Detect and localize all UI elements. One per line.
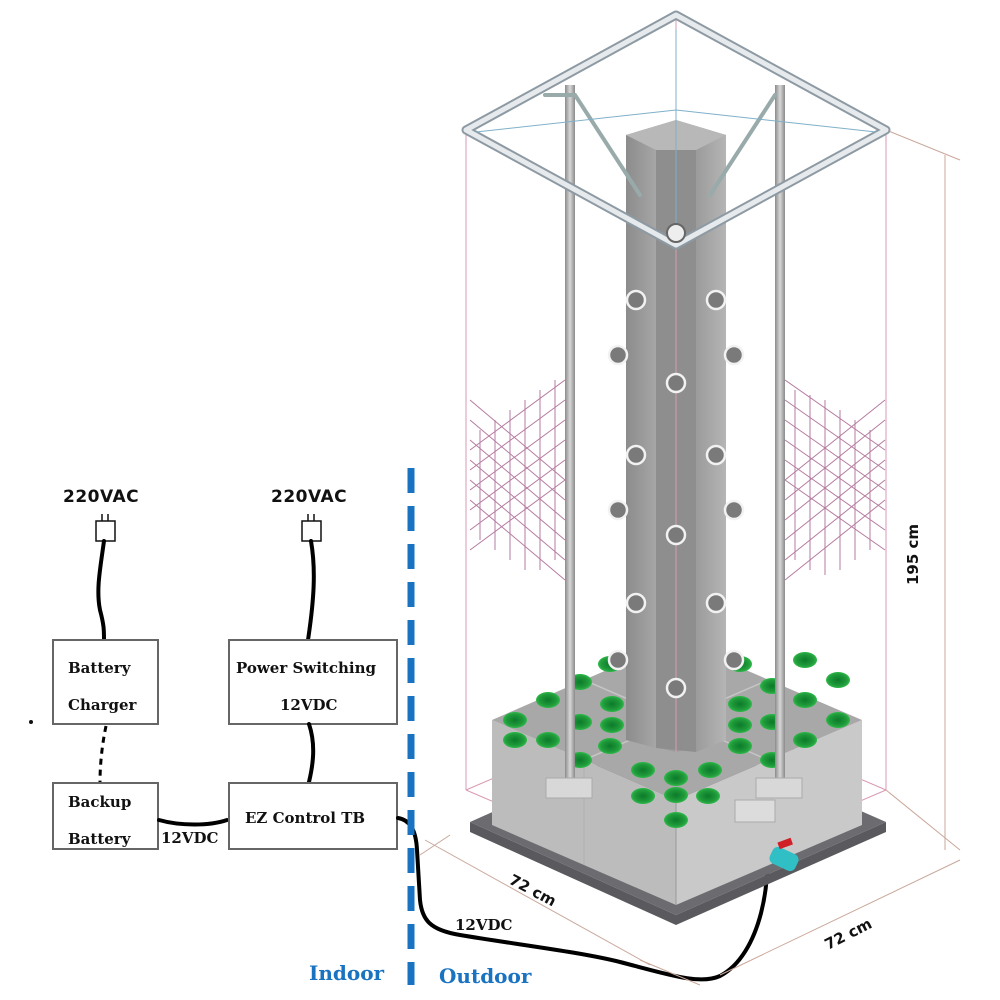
planting-port <box>705 444 727 466</box>
battery-charger-box: Battery Charger <box>52 639 159 725</box>
planting-port <box>607 344 629 366</box>
net-pot <box>664 770 688 786</box>
center-column <box>626 120 726 752</box>
drain-valve-icon <box>769 837 799 872</box>
power-source-right: 220VAC <box>271 487 347 642</box>
trellis-net-left <box>469 379 566 581</box>
width-right-dimension-label: 72 cm <box>822 915 875 954</box>
plug-icon <box>95 514 116 542</box>
net-pot <box>503 732 527 748</box>
planting-port <box>625 444 647 466</box>
battery-charger-line1: Battery <box>68 659 132 677</box>
net-pot <box>696 788 720 804</box>
ez-control-label: EZ Control TB <box>245 809 365 827</box>
net-pot <box>698 762 722 778</box>
planting-port <box>607 499 629 521</box>
cable-battery-to-control <box>157 818 229 827</box>
indoor-outdoor-divider: Indoor Outdoor <box>309 468 532 988</box>
net-pot <box>631 762 655 778</box>
power-switching-line2: 12VDC <box>280 696 338 714</box>
tower-link-label: 12VDC <box>455 916 513 934</box>
net-pot <box>826 672 850 688</box>
wiring-diagram: 220VAC 220VAC Battery Charger <box>29 487 770 982</box>
planting-port <box>665 524 687 546</box>
column-planting-ports <box>607 289 745 699</box>
net-pot <box>598 738 622 754</box>
stray-dot <box>29 720 33 724</box>
backup-battery-line1: Backup <box>68 793 131 811</box>
cable-plug-to-charger <box>96 539 106 642</box>
dashed-link-charger-to-battery <box>98 725 108 783</box>
power-label-right: 220VAC <box>271 487 347 507</box>
top-frame <box>461 10 891 250</box>
width-left-dimension-label: 72 cm <box>506 871 559 911</box>
planting-port <box>607 649 629 671</box>
net-pot <box>536 692 560 708</box>
backup-battery-line2: Battery <box>68 830 132 848</box>
planting-port <box>625 592 647 614</box>
net-pot <box>793 692 817 708</box>
planting-port <box>705 289 727 311</box>
net-pot <box>728 717 752 733</box>
planting-port <box>705 592 727 614</box>
cable-switching-to-control <box>307 722 316 784</box>
cable-plug-to-switching <box>306 539 316 642</box>
net-pot <box>631 788 655 804</box>
net-pot <box>600 717 624 733</box>
planting-port <box>665 372 687 394</box>
net-pot <box>793 652 817 668</box>
planting-port <box>723 649 745 671</box>
net-pot <box>826 712 850 728</box>
backup-battery-box: Backup Battery <box>52 782 159 850</box>
outdoor-label: Outdoor <box>439 964 532 988</box>
height-dimension-label: 195 cm <box>904 524 922 585</box>
trellis-net-right <box>784 379 886 581</box>
power-source-left: 220VAC <box>63 487 139 642</box>
ez-control-box: EZ Control TB <box>228 782 398 850</box>
net-pot <box>728 696 752 712</box>
battery-charger-line2: Charger <box>68 696 137 714</box>
battery-link-label: 12VDC <box>161 829 219 847</box>
tower-illustration: 195 cm 72 cm 72 cm <box>419 10 961 986</box>
net-pot <box>536 732 560 748</box>
power-switching-box: Power Switching 12VDC <box>228 639 398 725</box>
plug-icon <box>301 514 322 542</box>
planting-port <box>665 677 687 699</box>
cable-control-to-tower <box>396 816 770 982</box>
net-pot <box>793 732 817 748</box>
net-pot <box>664 787 688 803</box>
indoor-label: Indoor <box>309 961 385 985</box>
power-switching-line1: Power Switching <box>236 659 376 677</box>
planting-port <box>723 344 745 366</box>
support-poles <box>545 85 803 823</box>
planting-port <box>723 499 745 521</box>
net-pot <box>664 812 688 828</box>
dimension-lines <box>419 129 961 986</box>
net-pot <box>600 696 624 712</box>
net-pot <box>728 738 752 754</box>
planting-port <box>625 289 647 311</box>
power-label-left: 220VAC <box>63 487 139 507</box>
net-pot <box>503 712 527 728</box>
